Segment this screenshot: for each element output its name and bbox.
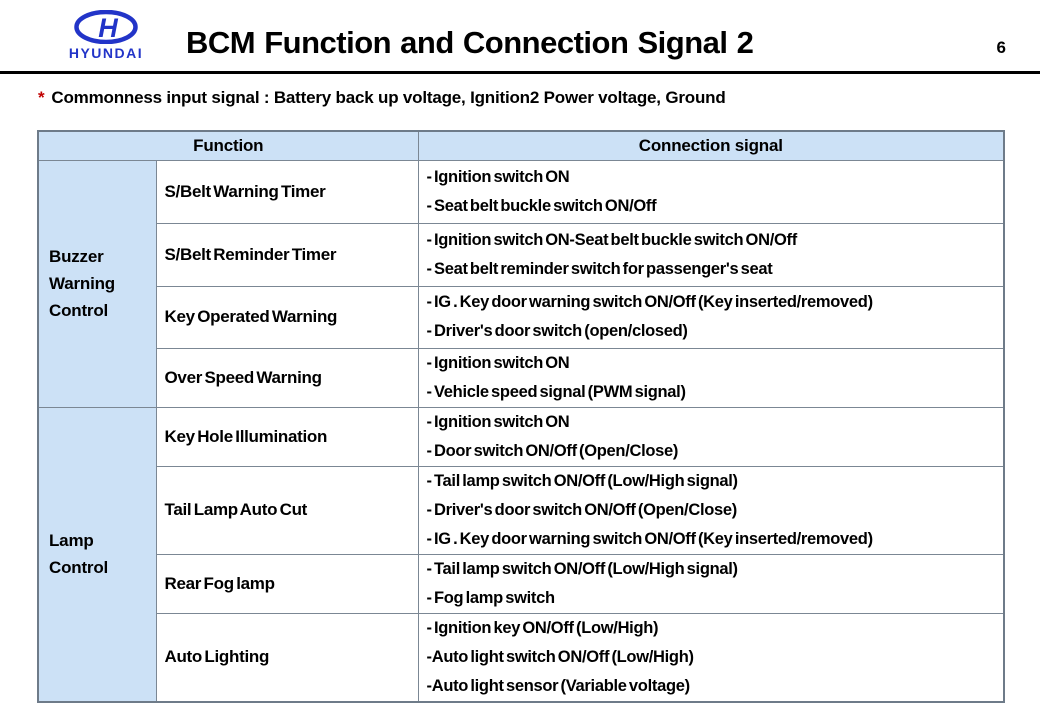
signal-line: - Ignition switch ON (426, 167, 570, 186)
table-row: Rear Fog lamp - Tail lamp switch ON/Off … (38, 553, 1005, 614)
function-cell: Tail Lamp Auto Cut (155, 465, 419, 555)
function-cell: S/Belt Reminder Timer (155, 222, 419, 287)
function-cell: Rear Fog lamp (155, 553, 419, 614)
page-title: BCM Function and Connection Signal 2 (186, 25, 754, 60)
table-header-row: Function Connection signal (37, 130, 1005, 161)
svg-text:H: H (98, 13, 118, 43)
signal-cell: - Tail lamp switch ON/Off (Low/High sign… (417, 553, 1005, 614)
header-divider (0, 71, 1040, 74)
signal-line: - Tail lamp switch ON/Off (Low/High sign… (426, 471, 739, 490)
common-input-note: * Commonness input signal : Battery back … (38, 88, 726, 108)
signal-line: -Auto light switch ON/Off (Low/High) (426, 647, 694, 666)
signal-line: - Ignition switch ON (426, 353, 570, 372)
signal-cell: - Ignition key ON/Off (Low/High) -Auto l… (417, 612, 1005, 702)
signal-line: - Tail lamp switch ON/Off (Low/High sign… (426, 559, 739, 578)
signal-line: - Ignition key ON/Off (Low/High) (426, 618, 659, 637)
signal-cell: - Ignition switch ON - Vehicle speed sig… (417, 347, 1005, 408)
function-cell: Auto Lighting (155, 612, 419, 702)
signal-line: - Ignition switch ON (426, 412, 570, 431)
signal-cell: - Ignition switch ON - Seat belt buckle … (417, 159, 1005, 224)
signal-line: - IG . Key door warning switch ON/Off (K… (426, 293, 874, 311)
table-row: Over Speed Warning - Ignition switch ON … (38, 347, 1005, 408)
signal-cell: - IG . Key door warning switch ON/Off (K… (417, 285, 1005, 349)
column-header-connection-signal: Connection signal (417, 130, 1005, 161)
table-row: Lamp Control Key Hole Illumination - Ign… (37, 406, 1005, 702)
hyundai-oval-h-icon: H (74, 10, 138, 44)
signal-line: - Door switch ON/Off (Open/Close) (426, 441, 679, 460)
signal-line: - IG . Key door warning switch ON/Off (K… (426, 529, 874, 548)
note-text: Commonness input signal : Battery back u… (51, 88, 726, 107)
function-cell: Over Speed Warning (155, 347, 419, 408)
signal-line: - Fog lamp switch (426, 588, 556, 607)
function-cell: S/Belt Warning Timer (155, 159, 419, 224)
signal-line: - Driver's door switch (open/closed) (426, 322, 688, 340)
hyundai-wordmark: HYUNDAI (68, 45, 144, 61)
signal-cell: - Ignition switch ON-Seat belt buckle sw… (417, 222, 1005, 287)
function-cell: Key Operated Warning (155, 285, 419, 349)
signal-line: - Ignition switch ON-Seat belt buckle sw… (426, 230, 798, 249)
group-cell-lamp-control: Lamp Control (37, 406, 157, 702)
table-row: Buzzer Warning Control S/Belt Warning Ti… (37, 159, 1005, 408)
signal-line: -Auto light sensor (Variable voltage) (426, 676, 691, 695)
table-row: S/Belt Reminder Timer - Ignition switch … (38, 222, 1005, 287)
table-row: Tail Lamp Auto Cut - Tail lamp switch ON… (38, 465, 1005, 555)
hyundai-logo: H HYUNDAI (58, 10, 154, 61)
note-asterisk: * (38, 88, 45, 107)
signal-line: - Seat belt reminder switch for passenge… (426, 259, 773, 278)
signal-line: - Vehicle speed signal (PWM signal) (426, 382, 686, 401)
table-row: Key Operated Warning - IG . Key door war… (38, 285, 1005, 349)
column-header-function: Function (37, 130, 419, 161)
function-cell: Key Hole Illumination (155, 406, 419, 467)
bcm-function-table: Function Connection signal Buzzer Warnin… (37, 130, 1006, 703)
signal-cell: - Tail lamp switch ON/Off (Low/High sign… (417, 465, 1005, 555)
signal-line: - Seat belt buckle switch ON/Off (426, 196, 657, 215)
group-cell-buzzer-warning-control: Buzzer Warning Control (37, 159, 157, 408)
signal-cell: - Ignition switch ON - Door switch ON/Of… (417, 406, 1005, 467)
table-row: Auto Lighting - Ignition key ON/Off (Low… (38, 612, 1005, 702)
page-number: 6 (996, 38, 1006, 57)
signal-line: - Driver's door switch ON/Off (Open/Clos… (426, 500, 738, 519)
